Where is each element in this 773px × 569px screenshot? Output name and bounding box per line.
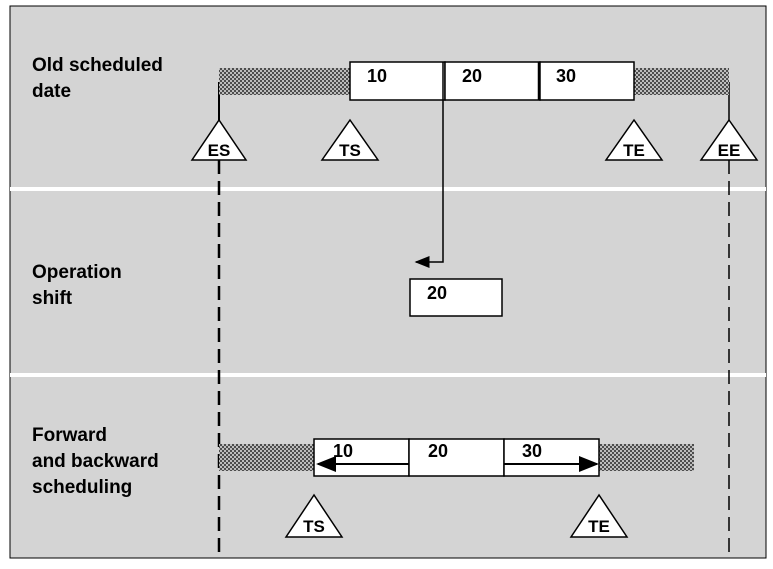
operation-label: 30	[556, 66, 576, 86]
operation-label: 10	[333, 441, 353, 461]
label-line: scheduling	[32, 477, 132, 498]
operation-box-20	[408, 438, 505, 477]
triangle-shape	[190, 118, 248, 161]
marker-label: TE	[588, 517, 610, 536]
marker-te-bottom: TE	[569, 493, 629, 538]
triangle-shape	[604, 118, 664, 161]
operation-box-10	[313, 438, 410, 477]
triangle-shape	[699, 118, 759, 161]
shifted-operation-box	[409, 278, 503, 317]
section-label-operation-shift: Operation shift	[32, 262, 127, 309]
marker-label: ES	[208, 141, 231, 160]
marker-te: TE	[604, 118, 664, 161]
operation-label: 20	[428, 441, 448, 461]
operation-box-20	[444, 61, 541, 101]
float-bar-right	[599, 444, 694, 471]
operation-label: 30	[522, 441, 542, 461]
marker-label: TE	[623, 141, 645, 160]
section-label-old-scheduled-date: Old scheduled date	[32, 55, 168, 102]
section-divider-1	[10, 187, 766, 191]
float-bar-left	[219, 444, 314, 471]
shift-arrow	[414, 62, 444, 268]
marker-ee: EE	[699, 118, 759, 161]
marker-ts-bottom: TS	[284, 493, 344, 538]
triangle-shape	[569, 493, 629, 538]
operation-box-30	[503, 438, 600, 477]
marker-ts: TS	[320, 118, 380, 161]
operation-box-10	[349, 61, 446, 101]
section-divider-2	[10, 373, 766, 377]
label-line: Forward	[32, 425, 107, 446]
section-label-forward-backward-scheduling: Forward and backward scheduling	[32, 425, 164, 498]
triangle-shape	[284, 493, 344, 538]
label-line: date	[32, 81, 71, 102]
label-line: Old scheduled	[32, 55, 163, 76]
label-line: shift	[32, 288, 73, 309]
float-bar-right	[634, 68, 729, 95]
marker-label: EE	[718, 141, 741, 160]
triangle-shape	[320, 118, 380, 161]
marker-label: TS	[339, 141, 361, 160]
label-line: and backward	[32, 451, 159, 472]
operation-label: 20	[462, 66, 482, 86]
label-line: Operation	[32, 262, 122, 283]
marker-label: TS	[303, 517, 325, 536]
operation-label: 10	[367, 66, 387, 86]
operation-box-30	[539, 61, 635, 101]
float-bar-left	[219, 68, 350, 95]
marker-es: ES	[190, 118, 248, 161]
shifted-operation-label: 20	[427, 283, 447, 303]
